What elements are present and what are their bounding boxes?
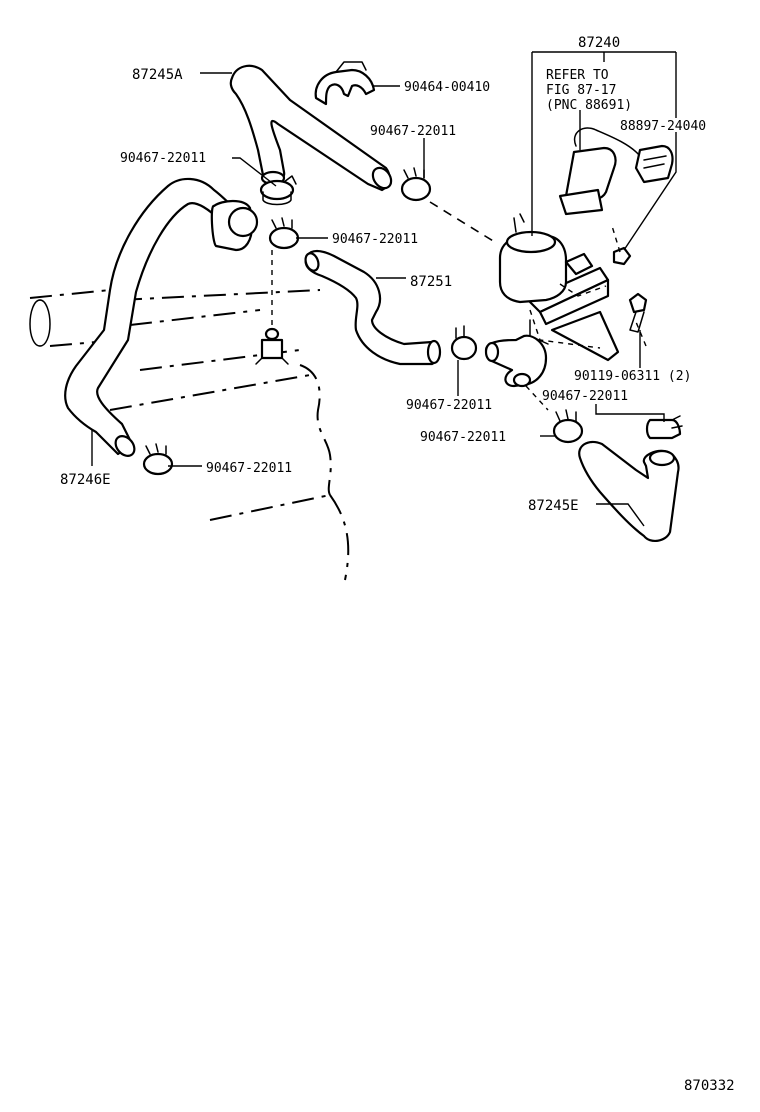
figure-number: 870332 <box>684 1078 735 1094</box>
label-clamp-7: 90467-22011 <box>206 461 292 476</box>
label-bolt: 90119-06311 (2) <box>574 369 691 384</box>
label-connector: 88897-24040 <box>620 119 706 134</box>
hose-87245e <box>578 440 680 542</box>
label-hose-87246e: 87246E <box>60 472 111 488</box>
inlet-pipe <box>255 327 289 365</box>
label-clamp-4: 90467-22011 <box>542 389 628 404</box>
clamp-f <box>552 409 584 444</box>
label-refer-1: REFER TO <box>546 68 609 83</box>
label-hose-87251: 87251 <box>410 274 452 290</box>
label-valve-assy: 87240 <box>578 35 620 51</box>
label-clamp-2: 90467-22011 <box>120 151 206 166</box>
engine-outline <box>29 289 350 581</box>
clamp-g <box>645 415 683 440</box>
hose-87245a <box>229 64 393 192</box>
clamp-d <box>450 325 478 361</box>
clamp-c <box>268 217 300 250</box>
label-clamp-6: 90467-22011 <box>420 430 506 445</box>
clamp-e <box>142 443 174 476</box>
clamp-group <box>142 167 683 476</box>
assembly-lines <box>271 201 647 411</box>
clip-90464 <box>314 61 376 106</box>
clamp-a <box>259 175 297 206</box>
clamp-b <box>400 167 432 202</box>
label-hose-87245a: 87245A <box>132 67 183 83</box>
label-clamp-1: 90467-22011 <box>370 124 456 139</box>
label-clamp-5: 90467-22011 <box>406 398 492 413</box>
labels: 87240 REFER TO FIG 87-17 (PNC 88691) 888… <box>60 35 735 1094</box>
hose-87251 <box>304 249 442 366</box>
leader-lines <box>91 51 677 527</box>
label-hose-87245e: 87245E <box>528 498 579 514</box>
valve-assembly-87240 <box>484 127 674 388</box>
label-refer-3: (PNC 88691) <box>546 98 632 113</box>
label-clip: 90464-00410 <box>404 80 490 95</box>
label-clamp-3: 90467-22011 <box>332 232 418 247</box>
label-refer-2: FIG 87-17 <box>546 83 616 98</box>
hose-87246e <box>64 177 259 457</box>
